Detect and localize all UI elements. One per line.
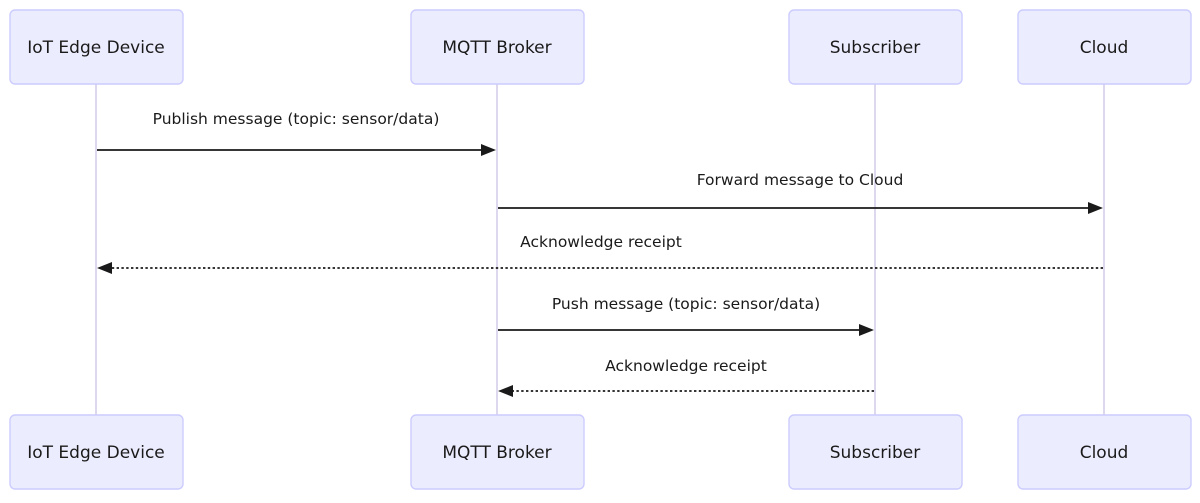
- participant-box[interactable]: [9, 414, 184, 490]
- arrowhead-right-icon: [481, 144, 496, 156]
- arrowhead-right-icon: [1088, 202, 1103, 214]
- message-5-acknowledge-receipt: Acknowledge receipt: [498, 357, 874, 397]
- participant-label: MQTT Broker: [442, 443, 551, 463]
- arrowhead-left-icon: [498, 385, 513, 397]
- participant-box[interactable]: [788, 9, 963, 85]
- participant-label: IoT Edge Device: [27, 443, 165, 463]
- message-4-push-message: Push message (topic: sensor/data): [498, 295, 874, 336]
- top-participants-group: IoT Edge Device MQTT Broker Subscriber C…: [9, 9, 1192, 85]
- message-label: Push message (topic: sensor/data): [552, 295, 820, 313]
- participant-top-cloud[interactable]: Cloud: [1017, 9, 1192, 85]
- participant-bottom-broker[interactable]: MQTT Broker: [410, 414, 585, 490]
- lifelines-group: [95, 84, 1105, 415]
- participant-box[interactable]: [9, 9, 184, 85]
- participant-box[interactable]: [410, 9, 585, 85]
- participant-label: Cloud: [1080, 38, 1129, 58]
- participant-label: Cloud: [1080, 443, 1129, 463]
- message-2-forward-message-to-cloud: Forward message to Cloud: [498, 171, 1103, 214]
- participant-box[interactable]: [1017, 9, 1192, 85]
- participant-top-subscriber[interactable]: Subscriber: [788, 9, 963, 85]
- participant-bottom-cloud[interactable]: Cloud: [1017, 414, 1192, 490]
- bottom-participants-group: IoT Edge Device MQTT Broker Subscriber C…: [9, 414, 1192, 490]
- arrowhead-right-icon: [859, 324, 874, 336]
- participant-box[interactable]: [1017, 414, 1192, 490]
- participant-box[interactable]: [410, 414, 585, 490]
- message-1-publish-message: Publish message (topic: sensor/data): [97, 110, 496, 156]
- message-label: Publish message (topic: sensor/data): [153, 110, 440, 128]
- message-label: Acknowledge receipt: [605, 357, 767, 375]
- participant-label: Subscriber: [830, 38, 921, 58]
- message-label: Acknowledge receipt: [520, 233, 682, 251]
- message-label: Forward message to Cloud: [697, 171, 904, 189]
- participant-bottom-iot[interactable]: IoT Edge Device: [9, 414, 184, 490]
- participant-top-broker[interactable]: MQTT Broker: [410, 9, 585, 85]
- message-3-acknowledge-receipt: Acknowledge receipt: [97, 233, 1103, 274]
- arrowhead-left-icon: [97, 262, 112, 274]
- participant-bottom-subscriber[interactable]: Subscriber: [788, 414, 963, 490]
- participant-label: MQTT Broker: [442, 38, 551, 58]
- participant-box[interactable]: [788, 414, 963, 490]
- participant-label: IoT Edge Device: [27, 38, 165, 58]
- participant-top-iot[interactable]: IoT Edge Device: [9, 9, 184, 85]
- participant-label: Subscriber: [830, 443, 921, 463]
